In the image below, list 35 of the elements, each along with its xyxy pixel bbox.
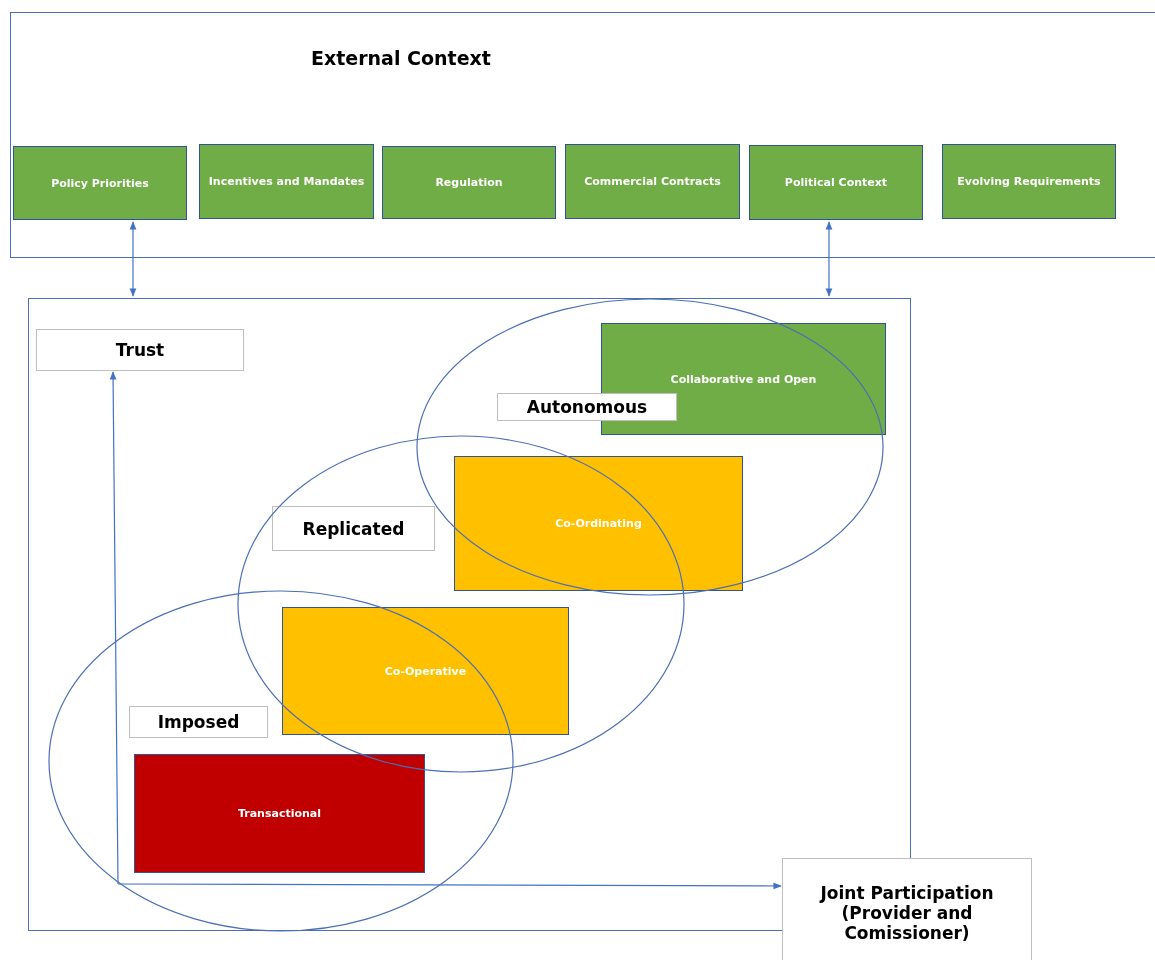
box-label: Evolving Requirements: [956, 175, 1102, 188]
factor-box: [382, 146, 556, 219]
box-label: Policy Priorities: [50, 176, 150, 190]
axis-label: Replicated: [301, 518, 406, 539]
label-box: [129, 706, 268, 738]
box-label: Collaborative and Open: [669, 372, 818, 386]
label-box: [782, 858, 1032, 960]
panel-heading: External Context: [311, 47, 491, 69]
factor-box: [199, 144, 374, 219]
box-label: Regulation: [434, 176, 504, 189]
label-box: [497, 393, 677, 421]
factor-box: [13, 146, 187, 220]
axis-label: Imposed: [156, 712, 241, 732]
box-label: Political Context: [783, 176, 889, 189]
factor-box: [565, 144, 740, 219]
factor-box: [942, 144, 1116, 219]
box-label: Incentives and Mandates: [207, 175, 366, 188]
stage-box: [454, 456, 743, 591]
label-box: [36, 329, 244, 371]
axis-arrow: [109, 371, 119, 885]
double-arrow: [825, 221, 833, 297]
factor-box: [749, 145, 923, 220]
box-label: Transactional: [236, 807, 323, 820]
stage-box: [134, 754, 425, 873]
axis-label: Trust: [114, 340, 166, 360]
axis-arrow: [117, 882, 782, 890]
axis-label: Autonomous: [525, 397, 649, 417]
axis-label: Joint Participation (Provider and Comissioner): [818, 883, 995, 943]
label-box: [272, 506, 435, 551]
box-label: Co-Operative: [383, 664, 468, 678]
stage-box: [282, 607, 569, 735]
box-label: Co-Ordinating: [554, 517, 643, 530]
double-arrow: [129, 221, 137, 297]
context-panel: [10, 12, 1155, 258]
box-label: Commercial Contracts: [583, 175, 722, 188]
